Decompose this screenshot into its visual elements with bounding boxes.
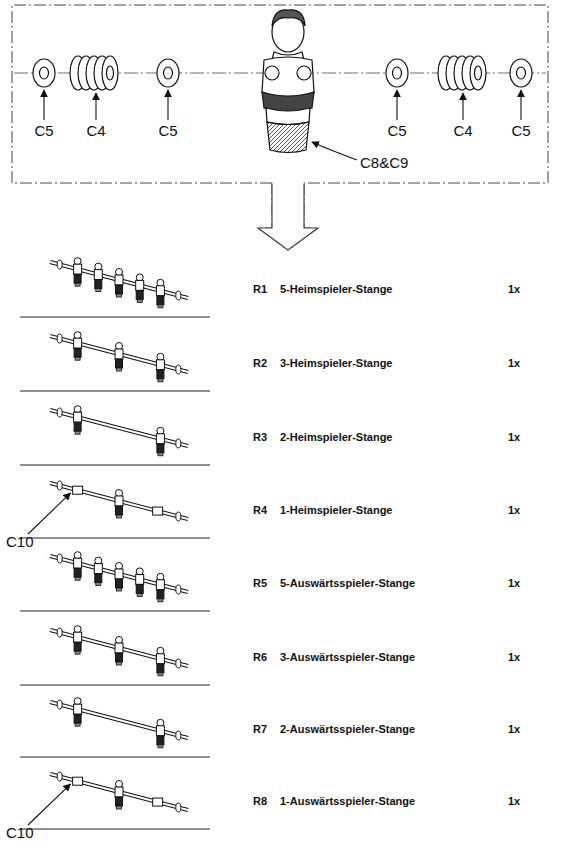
part-callout: C4 xyxy=(86,123,105,140)
rods xyxy=(20,258,210,829)
quantity: 1x xyxy=(508,504,520,516)
rod-name: 3-Auswärtsspieler-Stange xyxy=(280,651,415,663)
part-callout: C10 xyxy=(6,825,34,842)
quantity: 1x xyxy=(508,651,520,663)
rod-code: R6 xyxy=(253,651,267,663)
leader-arrows xyxy=(44,90,521,160)
quantity: 1x xyxy=(508,283,520,295)
group-frame xyxy=(12,5,548,250)
rod-name: 3-Heimspieler-Stange xyxy=(280,357,392,369)
rod-code: R1 xyxy=(253,283,267,295)
part-callout: C5 xyxy=(511,123,530,140)
rod-code: R2 xyxy=(253,357,267,369)
rod-name: 5-Auswärtsspieler-Stange xyxy=(280,577,415,589)
rod-name: 1-Auswärtsspieler-Stange xyxy=(280,795,415,807)
quantity: 1x xyxy=(508,577,520,589)
part-callout: C5 xyxy=(34,123,53,140)
rod-code: R3 xyxy=(253,431,267,443)
rod-code: R5 xyxy=(253,577,267,589)
rod-name: 5-Heimspieler-Stange xyxy=(280,283,392,295)
quantity: 1x xyxy=(508,431,520,443)
part-callout: C10 xyxy=(6,534,34,551)
quantity: 1x xyxy=(508,795,520,807)
quantity: 1x xyxy=(508,723,520,735)
quantity: 1x xyxy=(508,357,520,369)
rod-name: 2-Heimspieler-Stange xyxy=(280,431,392,443)
player-figure xyxy=(262,10,314,153)
part-callout: C8&C9 xyxy=(360,155,408,172)
rod-code: R7 xyxy=(253,723,267,735)
rod-name: 2-Auswärtsspieler-Stange xyxy=(280,723,415,735)
part-callout: C5 xyxy=(158,123,177,140)
down-arrow xyxy=(258,184,318,250)
part-callout: C5 xyxy=(387,123,406,140)
rod-code: R8 xyxy=(253,795,267,807)
rod-code: R4 xyxy=(253,504,267,516)
rod-name: 1-Heimspieler-Stange xyxy=(280,504,392,516)
part-callout: C4 xyxy=(453,123,472,140)
